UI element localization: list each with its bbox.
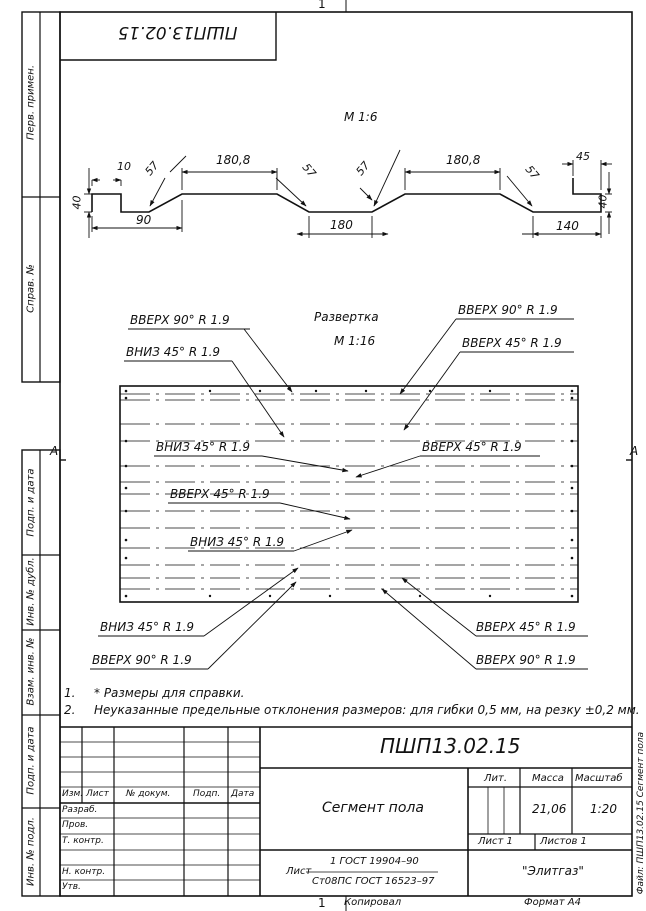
tech-note-2-text: Неуказанные предельные отклонения размер… (94, 703, 640, 717)
material-line-1: 1 ГОСТ 19904–90 (330, 856, 419, 867)
dim-h-left: 40 (70, 195, 84, 210)
note-up90-top-right: ВВЕРХ 90° R 1.9 (458, 303, 558, 317)
mirrored-designation: ПШП13.02.15 (118, 22, 238, 42)
side-label-sign-date-1: Подп. и дата (25, 468, 37, 537)
section-mark-right: А (630, 444, 639, 458)
dim-90: 90 (136, 213, 152, 227)
dim-10: 10 (117, 160, 131, 173)
note-down45-mid-2: ВНИЗ 45° R 1.9 (190, 535, 285, 549)
hdr-izm: Изм. (62, 789, 84, 799)
dim-180-8-a: 180,8 (216, 153, 251, 167)
note-down45-left-1: ВНИЗ 45° R 1.9 (126, 345, 221, 359)
dim-45: 45 (576, 150, 590, 163)
note-down45-mid-1: ВНИЗ 45° R 1.9 (156, 440, 251, 454)
note-up45-mid-2: ВВЕРХ 45° R 1.9 (170, 487, 270, 501)
dim-180-8-b: 180,8 (446, 153, 481, 167)
note-down45-bottom-left: ВНИЗ 45° R 1.9 (100, 620, 195, 634)
side-label-first-use: Перв. примен. (25, 64, 37, 141)
tech-note-1-num: 1. (64, 686, 76, 700)
role-norm-control: Н. контр. (62, 867, 106, 877)
material-prefix: Лист (286, 866, 312, 877)
dim-140: 140 (556, 219, 579, 233)
sheet-label: Лист 1 (478, 836, 513, 847)
profile-scale: М 1:6 (344, 110, 378, 124)
role-developed: Разраб. (62, 805, 98, 815)
company-name: "Элитгаз" (522, 864, 584, 878)
material-line-2: Ст08ПС ГОСТ 16523–97 (312, 876, 435, 887)
footer-format: Формат А4 (524, 897, 581, 908)
development-sheet (119, 385, 579, 603)
title-designation: ПШП13.02.15 (380, 734, 521, 758)
note-up90-bottom-right: ВВЕРХ 90° R 1.9 (476, 653, 576, 667)
footer-copied: Копировал (344, 897, 402, 908)
side-label-reference-no: Справ. № (25, 264, 37, 313)
section-mark-left: А (50, 444, 59, 458)
note-up45-top-right: ВВЕРХ 45° R 1.9 (462, 336, 562, 350)
hdr-date: Дата (231, 789, 255, 799)
mass-label: Масса (532, 773, 564, 784)
development-scale: М 1:16 (334, 334, 376, 348)
dim-h-right: 40 (596, 194, 610, 209)
role-approved: Утв. (62, 882, 81, 892)
side-label-dup-inv-no: Инв. № дубл. (25, 557, 37, 626)
tech-note-2-num: 2. (64, 703, 76, 717)
development-title: Развертка (314, 310, 379, 324)
hdr-doc-no: № докум. (126, 789, 171, 799)
top-sheet-number: 1 (318, 0, 326, 11)
profile-dimensions (84, 149, 612, 238)
hdr-sign: Подп. (193, 789, 221, 799)
note-up45-mid-1: ВВЕРХ 45° R 1.9 (422, 440, 522, 454)
dim-180: 180 (330, 218, 353, 232)
role-checked: Пров. (62, 820, 89, 830)
title-block-grid (60, 726, 632, 896)
scale-label: Масштаб (575, 773, 623, 784)
leader-lines (90, 318, 588, 670)
scale-value: 1:20 (590, 802, 617, 816)
lit-label: Лит. (484, 773, 508, 784)
footer-sheet-number: 1 (318, 896, 326, 910)
footer-file-label: Файл: ПШП13.02.15 Сегмент пола (636, 731, 646, 895)
mass-value: 21,06 (532, 802, 567, 816)
side-label-orig-inv-no: Инв. № подл. (25, 817, 37, 886)
profile-outline (91, 178, 602, 213)
title-name: Сегмент пола (322, 800, 424, 816)
side-label-sign-date-2: Подп. и дата (25, 726, 37, 795)
note-up45-bottom-right: ВВЕРХ 45° R 1.9 (476, 620, 576, 634)
hdr-list: Лист (86, 789, 109, 799)
note-up90-top-left: ВВЕРХ 90° R 1.9 (130, 313, 230, 327)
side-label-replace-inv-no: Взам. инв. № (25, 637, 37, 706)
note-up90-bottom-left: ВВЕРХ 90° R 1.9 (92, 653, 192, 667)
role-tech-control: Т. контр. (62, 836, 104, 846)
sheets-label: Листов 1 (540, 836, 587, 847)
tech-note-1-text: * Размеры для справки. (94, 686, 245, 700)
